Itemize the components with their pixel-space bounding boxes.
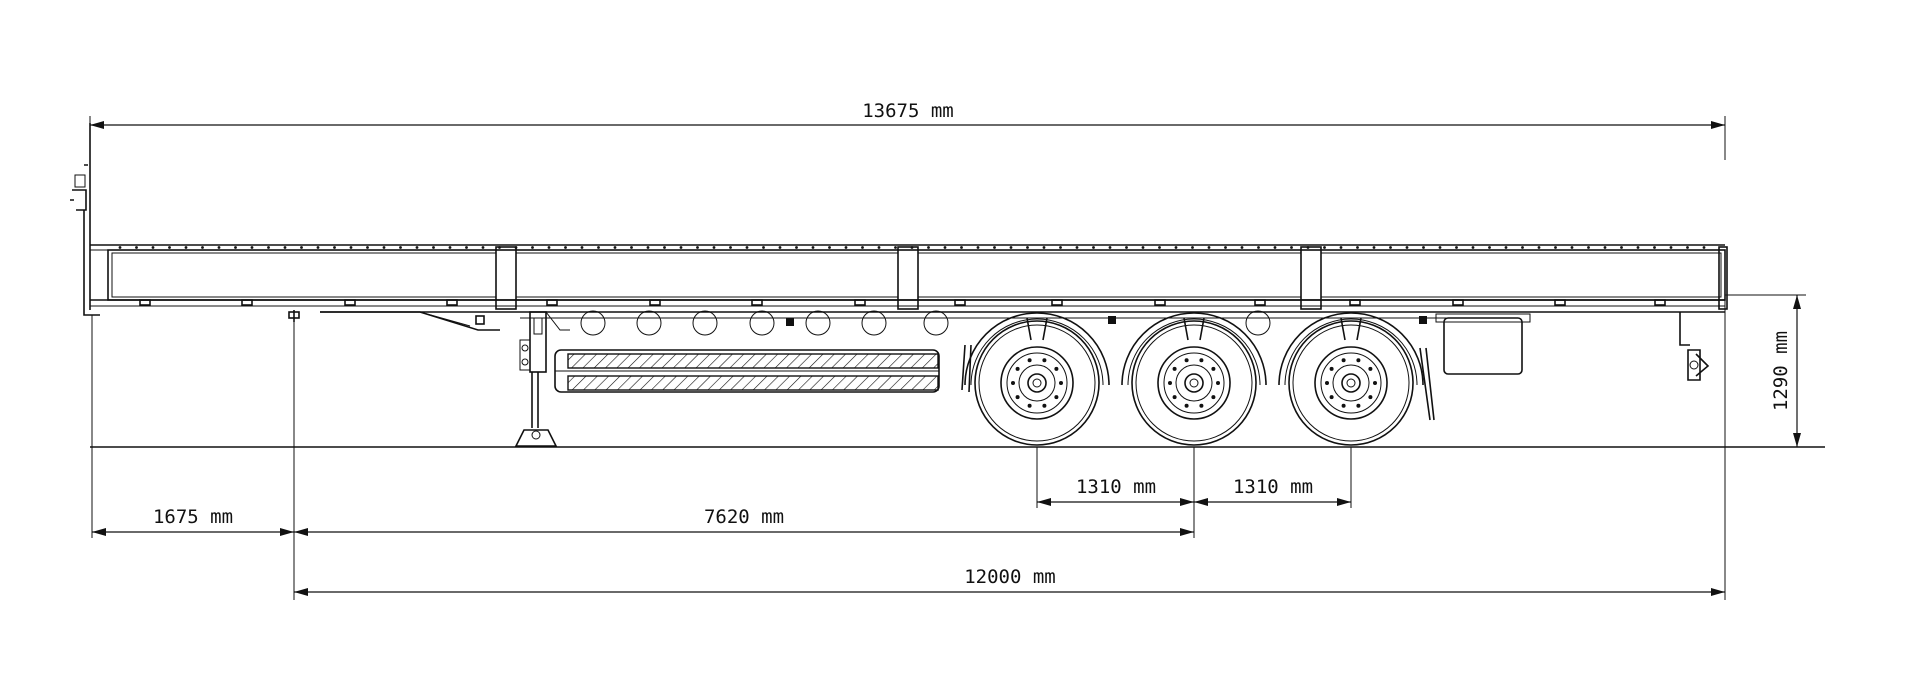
wheel-axle-3	[1278, 312, 1424, 446]
dimension-lines: 13675 mm 1675 mm 7620 mm 1310 mm 1310 mm…	[89, 100, 1825, 600]
stanchion-posts	[495, 246, 1728, 310]
wheel-axle-1	[964, 312, 1110, 446]
hatch-bar-upper	[567, 353, 939, 369]
rivet-row	[118, 246, 1706, 249]
dim-deck-length: 12000 mm	[964, 566, 1056, 588]
dim-kingpin-to-axle: 7620 mm	[704, 506, 784, 528]
rear-underrun-bumper	[1679, 312, 1710, 381]
kingpin	[288, 310, 300, 322]
side-panel-section-2	[515, 252, 899, 298]
dim-deck-height: 1290 mm	[1770, 331, 1792, 411]
axle-group	[961, 312, 1435, 446]
tie-down-hooks	[139, 299, 1666, 326]
lightening-holes	[580, 310, 1271, 336]
side-underrun-guard	[554, 349, 940, 393]
gooseneck-slope	[320, 311, 500, 331]
wheel-axle-2	[1121, 312, 1267, 446]
rear-tool-box	[1443, 317, 1523, 375]
front-headboard-bracket	[74, 174, 86, 188]
dim-front-overhang: 1675 mm	[153, 506, 233, 528]
side-panel-section-3	[917, 252, 1302, 298]
trailer-body	[70, 123, 1728, 381]
side-panel-section-1	[111, 252, 497, 298]
dim-axle-spacing-2: 1310 mm	[1233, 476, 1313, 498]
hatch-bar-lower	[567, 375, 939, 391]
side-panel-frame	[107, 249, 1726, 301]
dim-axle-spacing-1: 1310 mm	[1076, 476, 1156, 498]
dim-overall-length: 13675 mm	[862, 100, 954, 122]
side-panel-section-4	[1320, 252, 1722, 298]
landing-gear	[514, 311, 570, 447]
front-headboard	[70, 123, 100, 316]
